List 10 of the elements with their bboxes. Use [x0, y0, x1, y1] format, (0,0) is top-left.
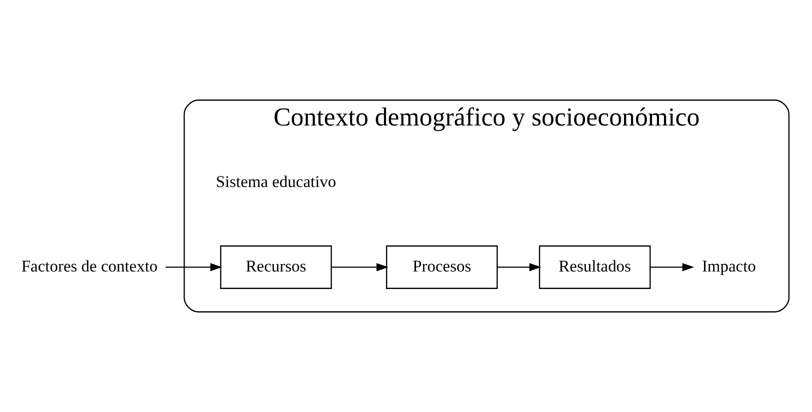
node-box: Procesos: [386, 245, 498, 289]
node-text: Impacto: [702, 256, 756, 276]
node-text: Factores de contexto: [21, 256, 158, 276]
label: Sistema educativo: [216, 172, 336, 191]
arrow: [650, 263, 694, 272]
node-box: Recursos: [220, 245, 332, 289]
arrow: [166, 263, 222, 272]
arrow: [497, 263, 542, 272]
arrow: [332, 263, 388, 272]
node-box: Resultados: [538, 245, 651, 289]
